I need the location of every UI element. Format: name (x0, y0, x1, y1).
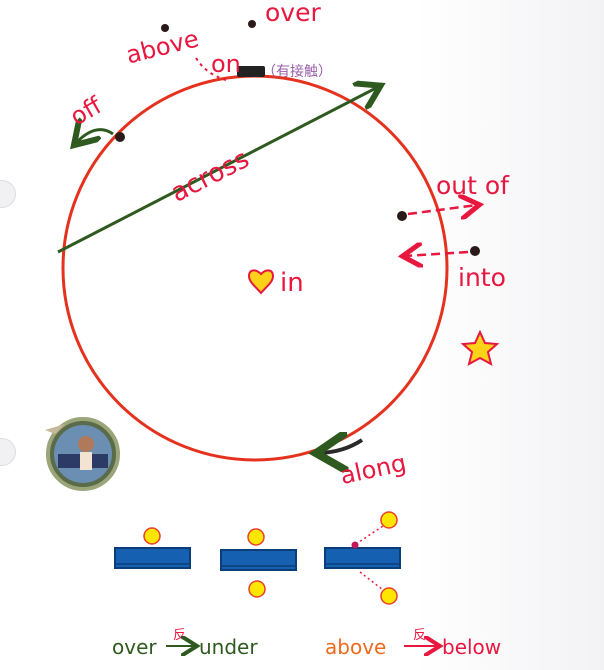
label-over: over (265, 0, 321, 27)
label-out-of: out of (436, 171, 510, 200)
over-under-figure (114, 527, 191, 569)
footer-over: over (112, 635, 157, 659)
label-into: into (458, 263, 506, 292)
label-contact-note: （有接触） (262, 63, 332, 80)
label-along: along (338, 449, 409, 490)
into-dot (470, 246, 480, 256)
over-dot (248, 20, 256, 28)
label-across: across (166, 144, 254, 209)
label-on: on (211, 50, 241, 78)
over-under-figure-2 (220, 528, 297, 598)
footer-right-connector: 反 (413, 628, 426, 643)
avatar-seal (45, 417, 120, 491)
off-dot (115, 132, 125, 142)
on-contact-block (237, 66, 265, 77)
footer-below: below (442, 635, 501, 659)
above-below-figure (324, 511, 401, 605)
out-of-dot (397, 211, 407, 221)
paper-shade (414, 0, 604, 670)
into-arrow (405, 252, 469, 256)
out-of-arrow (407, 205, 477, 214)
footer-left-connector: 反 (173, 628, 186, 643)
star-icon (460, 329, 500, 366)
heart-icon (247, 269, 275, 295)
footer-under: under (199, 635, 258, 659)
along-arrow (320, 440, 364, 453)
footer-above: above (325, 635, 386, 659)
across-arrow (57, 87, 378, 254)
above-dot (161, 24, 169, 32)
label-off: off (65, 91, 106, 131)
label-in: in (280, 268, 304, 298)
off-arrow (76, 130, 114, 143)
label-above: above (123, 24, 201, 69)
